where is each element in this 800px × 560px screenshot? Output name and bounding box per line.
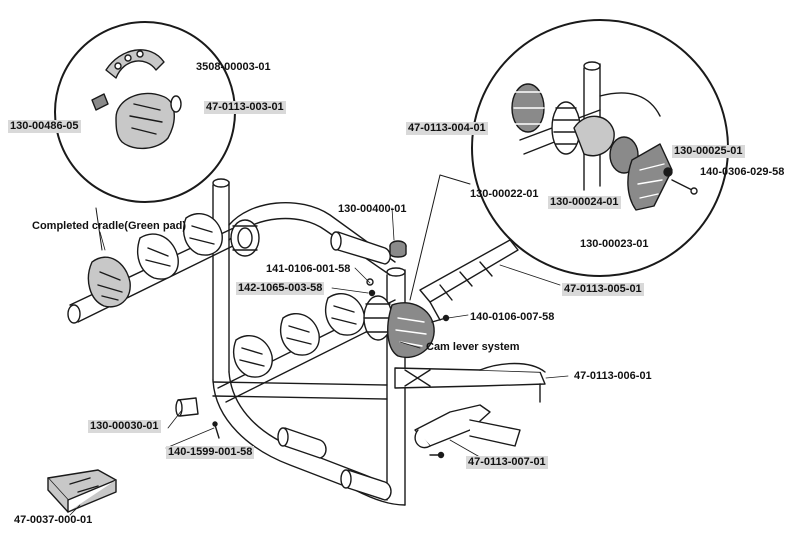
- frame-left-post: [212, 178, 230, 381]
- label-47-0113-004-01: 47-0113-004-01: [406, 122, 488, 135]
- bolt-142-1065: [366, 278, 376, 297]
- strap-arm-upper: [419, 239, 519, 321]
- label-130-00024-01: 130-00024-01: [548, 196, 621, 209]
- screw-140-1599: [212, 421, 220, 439]
- label-47-0113-005-01: 47-0113-005-01: [562, 283, 644, 296]
- cradle-upper-3: [182, 213, 223, 256]
- label-142-1065-003-58: 142-1065-003-58: [236, 282, 325, 295]
- foam-pad-top: [330, 231, 391, 265]
- cap-130-00400-01: [389, 240, 407, 258]
- detail-circle-right: [471, 19, 729, 277]
- label-130-00030-01: 130-00030-01: [88, 420, 161, 433]
- cam-knob-upper: [230, 219, 260, 257]
- label-130-00400-01: 130-00400-01: [338, 203, 407, 215]
- cam-lever-system: [363, 295, 435, 359]
- frame-lower-crossbar: [212, 381, 388, 400]
- label-cam-lever-system: Cam lever system: [426, 341, 520, 353]
- label-3508-00003-01: 3508-00003-01: [196, 61, 271, 73]
- label-140-1599-001-58: 140-1599-001-58: [166, 446, 255, 459]
- label-completed-cradle: Completed cradle(Green pad): [32, 220, 187, 232]
- strap-assembly-middle: [394, 362, 546, 403]
- label-130-00023-01: 130-00023-01: [580, 238, 649, 250]
- cradle-lower-1: [232, 335, 273, 378]
- cradle-upper-2: [136, 233, 179, 280]
- screw-140-0106-007: [429, 314, 450, 459]
- label-140-0106-007-58: 140-0106-007-58: [470, 311, 555, 323]
- label-141-0106-001-58: 141-0106-001-58: [266, 263, 351, 275]
- strap-end-47-0037: [47, 469, 117, 513]
- foam-pad-bottom-1: [277, 427, 327, 459]
- label-130-00486-05: 130-00486-05: [8, 120, 81, 133]
- label-47-0113-006-01: 47-0113-006-01: [574, 370, 652, 382]
- label-130-00022-01: 130-00022-01: [470, 188, 539, 200]
- cradle-upper-1: [87, 256, 131, 308]
- foam-pad-bottom-2: [340, 469, 392, 501]
- callout-connectors: [95, 174, 471, 301]
- end-cap-130-00030-01: [175, 397, 199, 417]
- label-47-0037-000-01: 47-0037-000-01: [14, 514, 93, 526]
- label-47-0113-007-01: 47-0113-007-01: [466, 456, 548, 469]
- strap-assembly-lower: [414, 404, 521, 449]
- cradle-lower-2: [279, 313, 320, 356]
- label-130-00025-01: 130-00025-01: [672, 145, 745, 158]
- detail-circle-left: [54, 21, 236, 203]
- label-140-0306-029-58: 140-0306-029-58: [700, 166, 785, 178]
- cradle-lower-3: [324, 293, 365, 336]
- label-47-0113-003-01: 47-0113-003-01: [204, 101, 286, 114]
